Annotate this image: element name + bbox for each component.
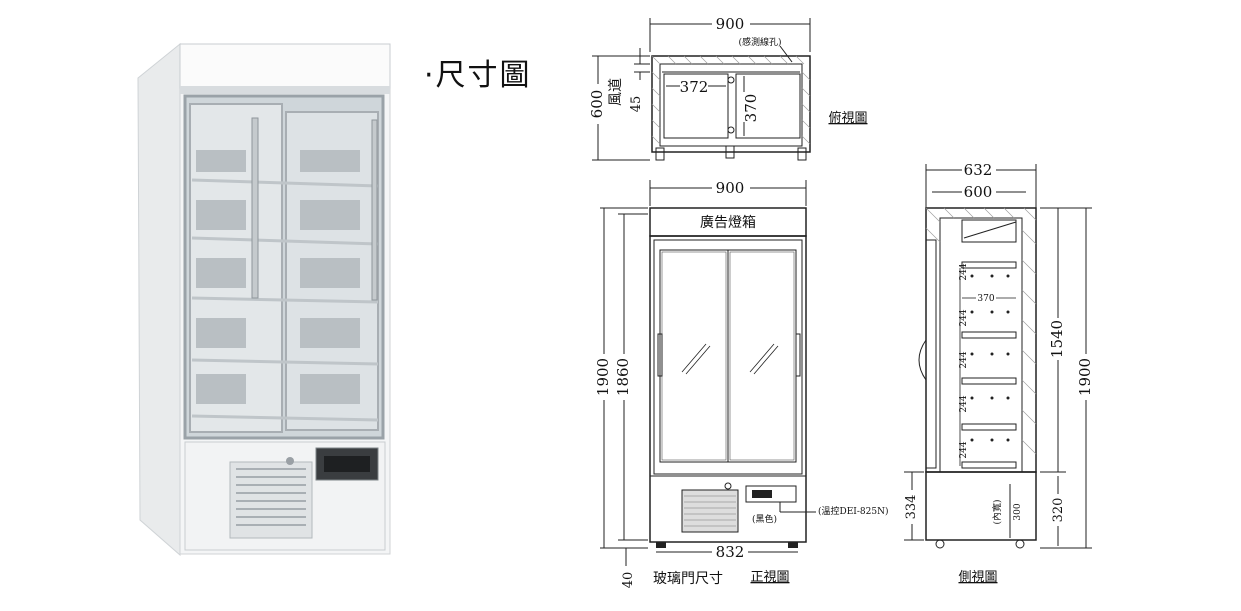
side-base-right: 320 [1051,498,1066,523]
front-width-label: 900 [716,179,745,197]
shelf-pitch-1: 244 [959,263,969,280]
shelf-pitch-4: 244 [959,395,969,412]
controller-color: (黑色) [752,513,777,525]
top-depth-label: 600 [588,90,606,119]
front-view-title: 正視圖 [750,570,789,585]
top-width-label: 900 [716,15,745,33]
base-inner-dim: 300 [1013,503,1023,520]
shelf-depth-label: 370 [977,294,994,304]
shelf-pitch-3: 244 [959,351,969,368]
side-cabinet-height: 1540 [1048,320,1066,358]
shelf-pitch-5: 244 [959,441,969,458]
front-height-total: 1900 [594,358,612,396]
foot-dim: 40 [621,572,636,589]
air-duct-label: 風道 [608,78,624,106]
base-inner-note: (內寬) [991,499,1003,524]
top-view-title: 俯視圖 [828,110,867,126]
side-view-title: 側視圖 [958,570,997,585]
top-inner-width-label: 372 [680,78,709,96]
side-base-height: 334 [904,495,919,520]
front-height-body: 1860 [614,358,632,396]
side-height-total: 1900 [1076,358,1094,396]
top-inner-depth-label: 370 [742,94,760,123]
side-depth-body: 600 [964,183,993,201]
shelf-pitch-2: 244 [959,309,969,326]
front-bottom-width: 832 [716,543,745,561]
lightbox-label: 廣告燈箱 [700,214,756,231]
door-size-label: 玻璃門尺寸 [653,570,723,587]
air-duct-dim: 45 [629,96,644,113]
side-depth-total: 632 [964,161,993,179]
controller-note: (溫控DEI-825N) [818,505,888,517]
sensor-hole-note: (感測線孔) [738,36,781,48]
page-heading: ·尺寸圖 [424,58,532,93]
